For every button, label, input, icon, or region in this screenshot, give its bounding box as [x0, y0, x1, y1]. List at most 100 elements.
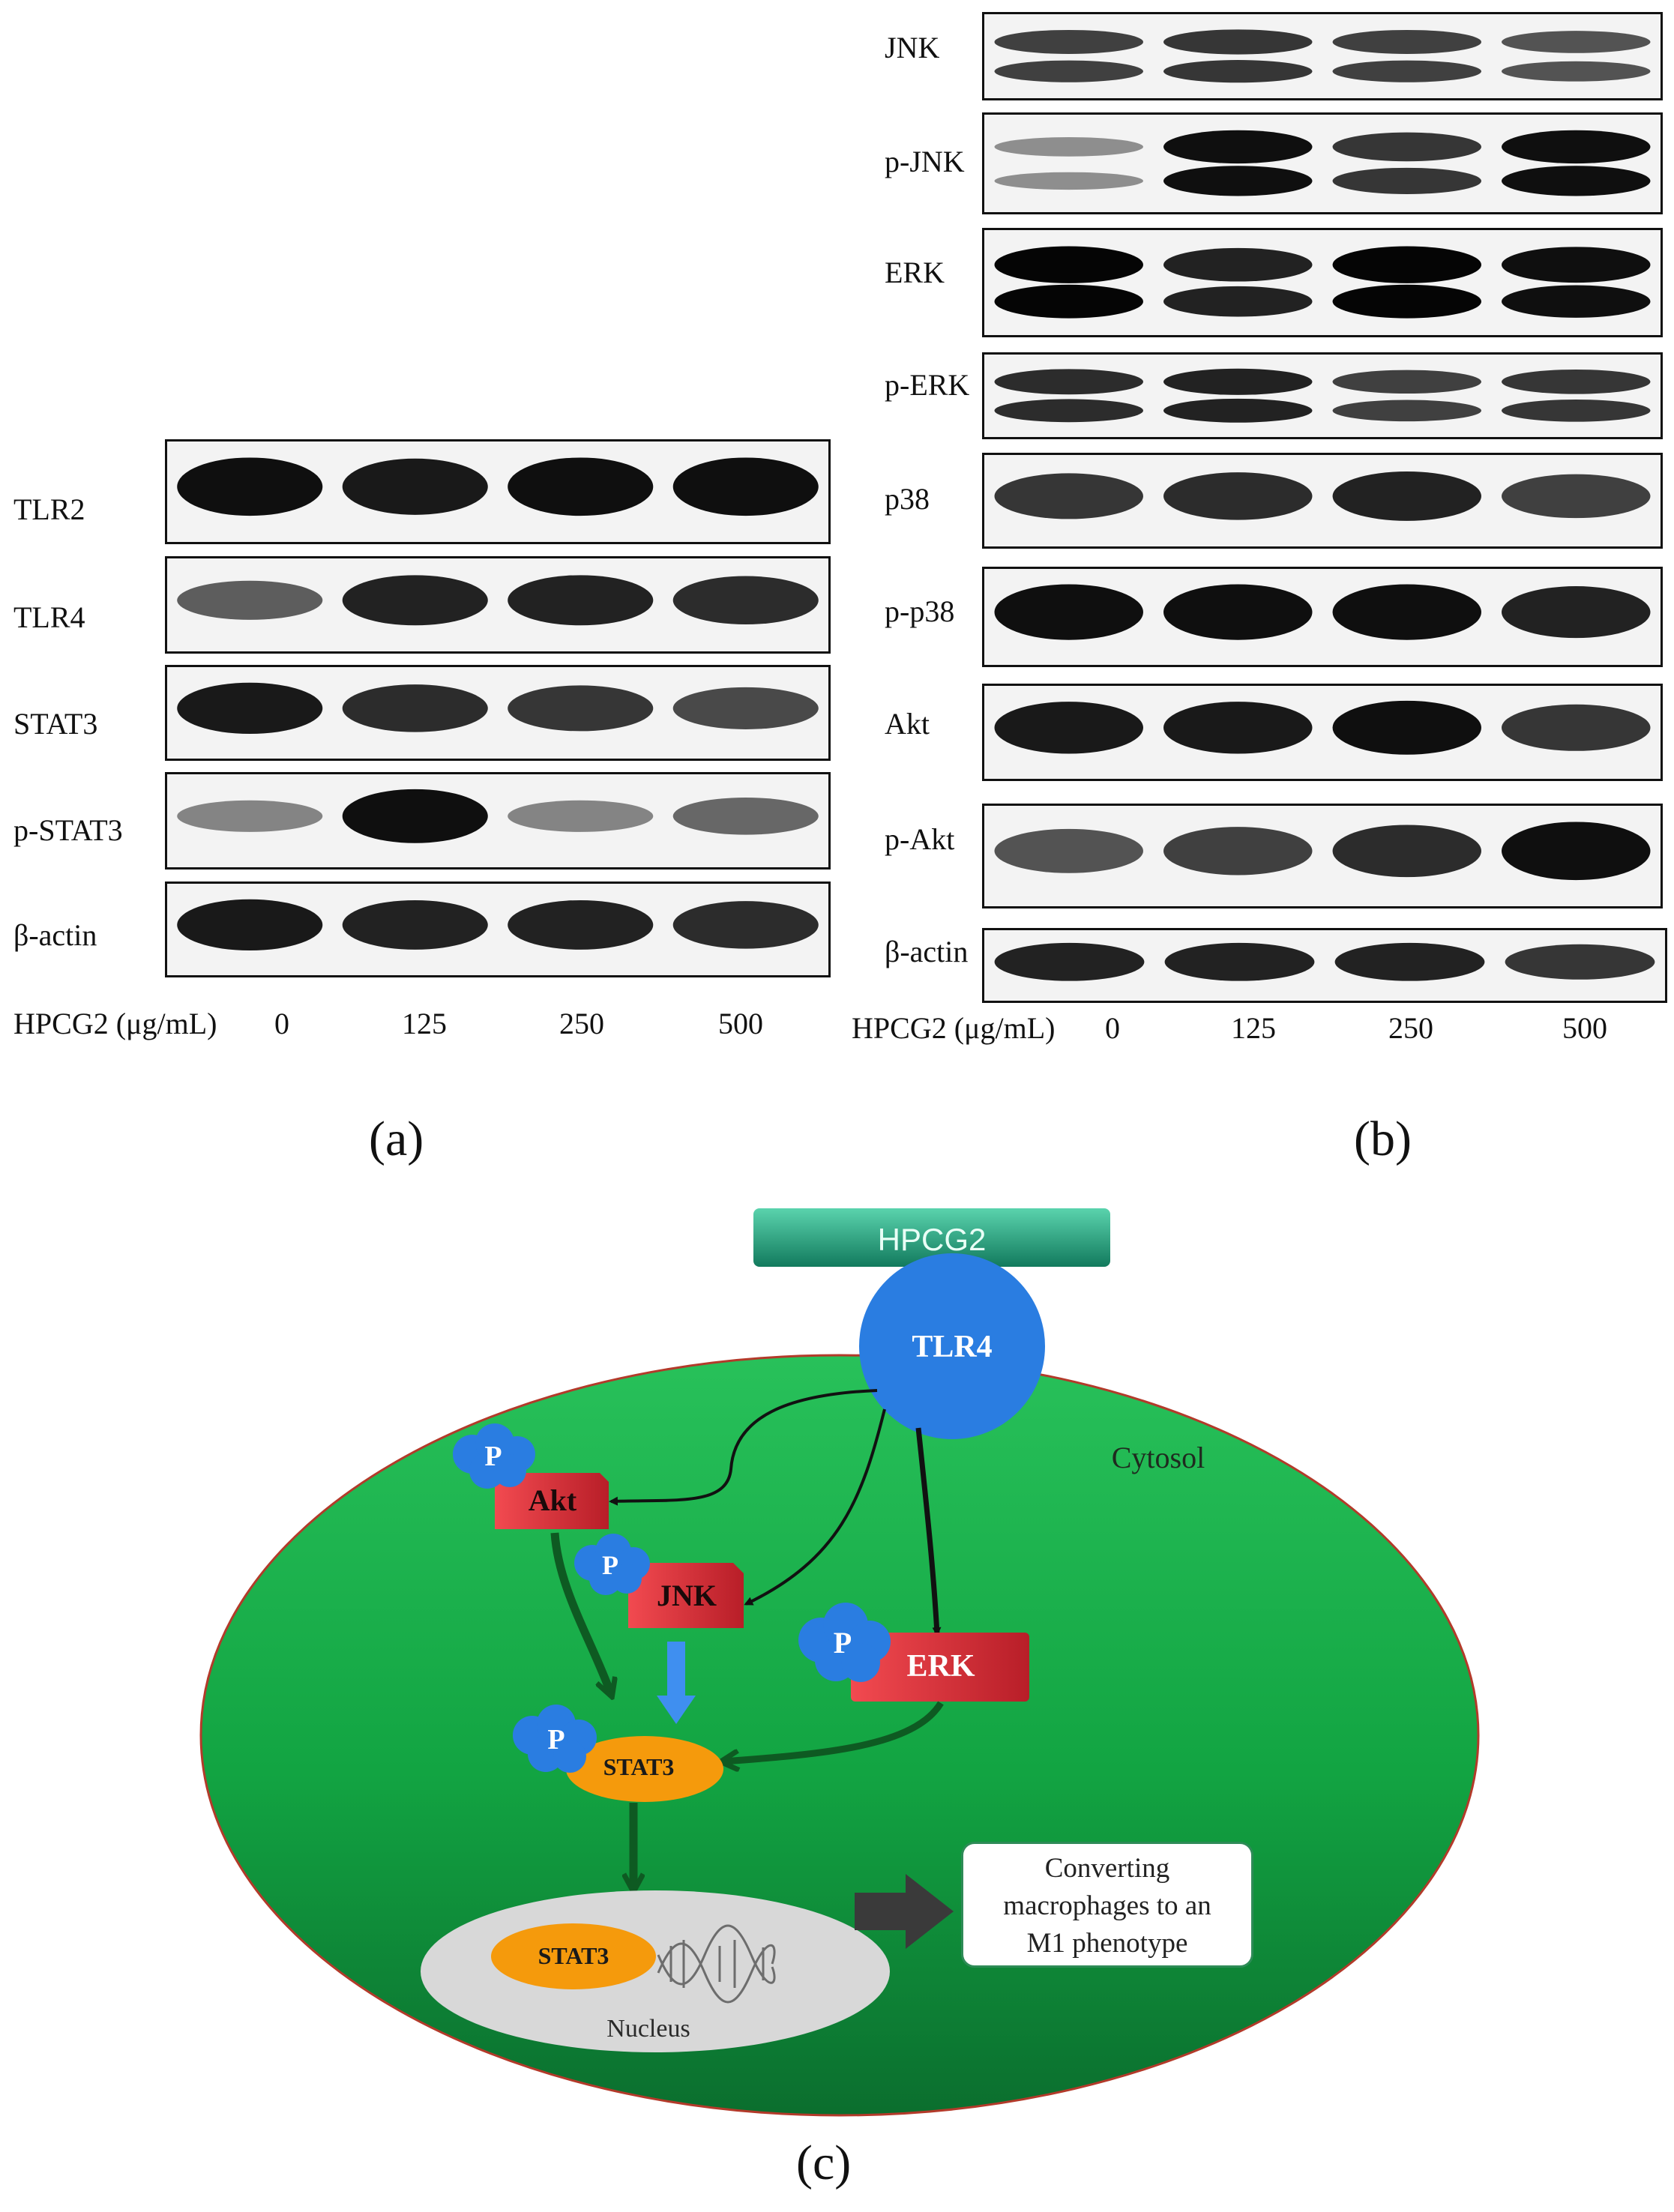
- panel-b-band-1-2: [1332, 132, 1481, 162]
- panel-a-blot-2: [165, 665, 831, 761]
- panel-b-band-7-0: [994, 828, 1143, 873]
- panel-b-band-8-1: [1164, 942, 1315, 981]
- panel-b-blot-8: [982, 928, 1667, 1003]
- panel-b-label-2: ERK: [885, 256, 945, 289]
- panel-a-band-4-0: [177, 899, 323, 951]
- panel-b-blot-0: [982, 12, 1663, 100]
- panel-b-band-3-0: [994, 399, 1143, 423]
- panel-b-band-0-0: [994, 60, 1143, 82]
- panel-b-band-5-0: [994, 584, 1143, 640]
- panel-b-label-4: p38: [885, 482, 930, 516]
- phospho-jnk-label: P: [602, 1550, 618, 1580]
- outcome-line-2: macrophages to an: [1003, 1890, 1211, 1921]
- panel-b-blot-1: [982, 112, 1663, 214]
- panel-b-dose-title: HPCG2 (μg/mL): [852, 1011, 1056, 1045]
- stat3-nuclear-label: STAT3: [538, 1942, 609, 1969]
- receptor-label: TLR4: [912, 1330, 992, 1364]
- panel-b-band-7-3: [1502, 822, 1651, 881]
- panel-b-band-3-0: [994, 369, 1143, 395]
- panel-a-dose-0: 0: [274, 1007, 289, 1040]
- arrow-tlr4-to-erk: [915, 1427, 942, 1636]
- ligand-bar: [753, 1208, 1110, 1267]
- arrow-akt-to-stat3: [550, 1532, 611, 1694]
- panel-b-band-7-1: [1163, 827, 1313, 876]
- panel-b-band-3-3: [1502, 399, 1651, 422]
- stat3-nuclear: [491, 1923, 656, 1989]
- panel-b-band-0-1: [1163, 29, 1313, 55]
- panel-b-band-0-2: [1332, 60, 1481, 82]
- panel-a-band-0-1: [342, 458, 488, 515]
- panel-b-band-4-1: [1163, 472, 1313, 520]
- panel-b-dose-500: 500: [1562, 1011, 1607, 1045]
- panel-b-band-6-2: [1332, 700, 1481, 755]
- phospho-erk: [798, 1603, 891, 1682]
- panel-b-band-1-1: [1163, 130, 1313, 164]
- panel-b-label-3: p-ERK: [885, 368, 970, 402]
- stat3-cytosolic-label: STAT3: [603, 1753, 675, 1780]
- panel-a-label-1: TLR4: [13, 600, 85, 634]
- panel-b-blot-7: [982, 804, 1663, 908]
- panel-c-letter: (c): [796, 2136, 852, 2190]
- panel-b-band-1-0: [994, 137, 1143, 157]
- phospho-akt-label: P: [484, 1441, 502, 1472]
- ligand-label: HPCG2: [878, 1222, 987, 1257]
- panel-a-band-0-3: [672, 457, 819, 516]
- panel-a-band-2-3: [672, 687, 819, 729]
- panel-b-band-0-3: [1502, 61, 1651, 82]
- panel-b-dose-125: 125: [1231, 1011, 1276, 1045]
- panel-b-blot-6: [982, 684, 1663, 781]
- panel-b-band-8-3: [1505, 944, 1655, 980]
- panel-b-band-0-0: [994, 29, 1143, 54]
- panel-a-band-1-1: [342, 575, 488, 626]
- panel-b-band-1-0: [994, 172, 1143, 190]
- panel-b-band-1-3: [1502, 130, 1651, 164]
- panel-b-band-3-3: [1502, 369, 1651, 394]
- arrow-tlr4-to-jnk: [744, 1408, 886, 1606]
- panel-b-blot-3: [982, 352, 1663, 439]
- panel-b-band-6-0: [994, 702, 1143, 754]
- panel-a-band-0-0: [177, 457, 323, 516]
- panel-b-band-1-2: [1332, 167, 1481, 194]
- panel-a-dose-125: 125: [402, 1007, 447, 1040]
- panel-b-band-2-0: [994, 246, 1143, 283]
- arrow-erk-to-stat3: [723, 1701, 944, 1762]
- panel-a-band-2-0: [177, 682, 323, 735]
- panel-b-band-4-2: [1332, 471, 1481, 521]
- kinase-erk-label: ERK: [906, 1649, 975, 1684]
- panel-a-band-2-1: [342, 684, 488, 732]
- panel-b-letter: (b): [1354, 1112, 1412, 1166]
- panel-b-band-6-1: [1163, 702, 1313, 754]
- panel-b-label-5: p-p38: [885, 594, 955, 628]
- dna-helix-icon: [657, 1924, 776, 2004]
- panel-a-band-1-3: [672, 576, 819, 625]
- panel-b-band-5-1: [1163, 584, 1313, 640]
- panel-b-band-2-1: [1163, 286, 1313, 317]
- panel-b-band-0-1: [1163, 60, 1313, 83]
- panel-a-band-1-0: [177, 580, 323, 620]
- panel-b-blot-2: [982, 228, 1663, 337]
- kinase-akt-label: Akt: [529, 1483, 577, 1517]
- panel-b-blot-5: [982, 567, 1663, 667]
- panel-a-band-3-1: [342, 789, 488, 843]
- panel-b-dose-0: 0: [1105, 1011, 1120, 1045]
- outcome-line-3: M1 phenotype: [1026, 1928, 1188, 1959]
- panel-b-label-0: JNK: [885, 31, 940, 64]
- kinase-jnk-label: JNK: [657, 1579, 717, 1612]
- panel-a-band-4-3: [672, 901, 819, 949]
- panel-a-blot-1: [165, 556, 831, 654]
- panel-b-band-1-3: [1502, 166, 1651, 196]
- panel-b-band-0-3: [1502, 31, 1651, 53]
- panel-b-band-2-0: [994, 284, 1143, 319]
- panel-b-band-3-1: [1163, 398, 1313, 423]
- panel-a-label-4: β-actin: [13, 918, 97, 952]
- arrow-nucleus-to-outcome: [855, 1874, 954, 1949]
- panel-b-label-8: β-actin: [885, 935, 969, 968]
- panel-b-band-5-2: [1332, 584, 1481, 640]
- panel-b-band-3-2: [1332, 400, 1481, 422]
- panel-a-band-1-2: [508, 575, 654, 626]
- panel-b-band-1-1: [1163, 166, 1313, 196]
- panel-b-band-8-0: [994, 942, 1145, 981]
- panel-a-blot-3: [165, 772, 831, 870]
- nucleus-label: Nucleus: [606, 2015, 690, 2043]
- phospho-jnk: [574, 1534, 650, 1595]
